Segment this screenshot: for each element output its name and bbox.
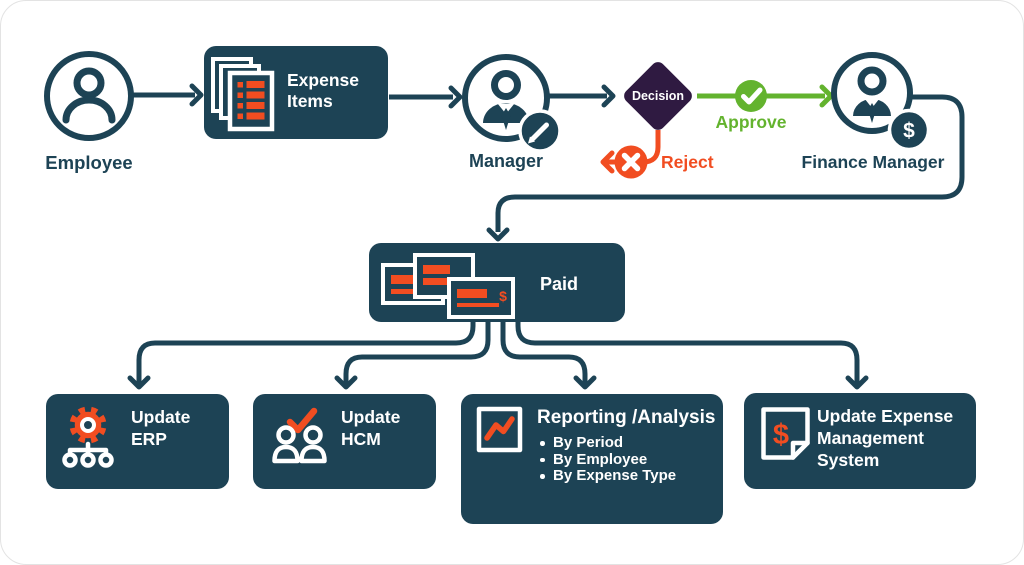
employee-label: Employee [45,152,133,173]
reporting-bullet: By Expense Type [539,467,724,485]
connector-employee-to-expense [133,83,204,107]
reporting-title: Reporting /Analysis [537,407,716,428]
finance-manager-node: $ [831,52,931,152]
connector-paid-to-erp [127,322,476,390]
decision-node [624,62,692,130]
reporting-analysis-box [461,394,723,524]
documents-stack-icon [211,57,275,132]
update-hcm-label: Update HCM [341,407,401,449]
reporting-bullet: By Period [539,434,724,452]
people-check-icon [272,407,327,464]
arrowhead-icon [189,83,204,107]
arrowhead-icon [334,375,358,390]
arrowhead-icon [448,85,463,109]
approve-check-icon [735,80,767,112]
decision-diamond [624,62,692,130]
connector-manager-to-decision [549,84,616,108]
arrowhead-icon [600,150,615,174]
connector-paid-to-reporting [500,322,597,390]
arrowhead-icon [573,375,597,390]
paid-label: Paid [540,274,579,294]
document-dollar-icon: $ [761,407,810,460]
manager-node [462,54,562,153]
connector-paid-to-hcm [334,322,491,390]
arrowhead-icon [845,375,869,390]
connector-paid-to-ems [515,322,869,390]
decision-label: Decision [631,89,685,103]
svg-text:$: $ [499,288,507,304]
reject-x-icon [614,145,648,179]
update-erp-label: Update ERP [131,407,191,449]
employee-node [44,51,134,141]
pencil-badge-icon [518,109,562,153]
update-ems-label: Update Expense Management System [817,406,954,470]
update-erp-box [46,394,229,489]
arrowhead-icon [819,84,834,108]
expense-items-label: Expense Items [287,70,359,111]
line-chart-icon [476,406,523,453]
dollar-badge-icon: $ [887,108,931,152]
manager-label: Manager [468,151,544,171]
svg-text:$: $ [773,419,789,451]
checks-receipts-icon: $ [381,253,515,319]
arrowhead-icon [127,375,151,390]
connector-expense-to-manager [389,85,463,109]
reporting-bullet: By Employee [539,451,724,469]
svg-text:$: $ [903,120,915,143]
arrowhead-icon [486,227,510,242]
gear-org-chart-icon [62,406,114,468]
approve-label: Approve [715,112,787,132]
arrowhead-icon [601,84,616,108]
connector-finance-to-paid [486,94,965,242]
reporting-bullet-list: By Period By Employee By Expense Type [539,434,724,485]
reject-label: Reject [661,152,714,172]
finance-manager-label: Finance Manager [801,152,945,172]
